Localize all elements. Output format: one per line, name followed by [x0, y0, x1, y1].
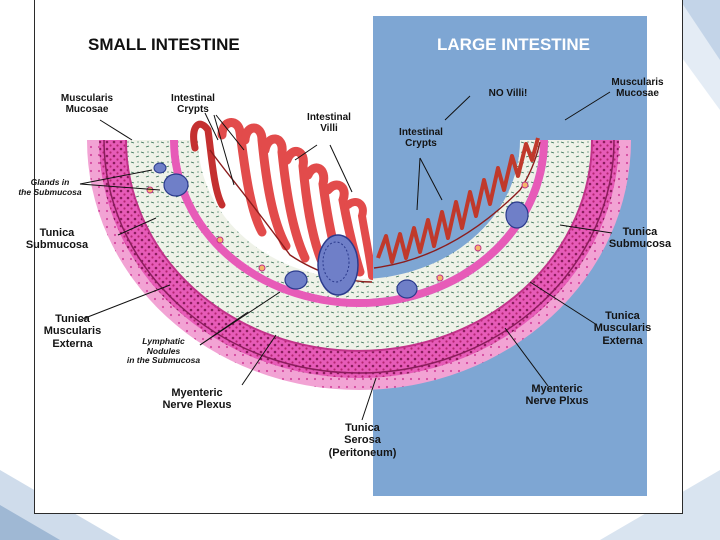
label-myenteric-plexus-left: Myenteric Nerve Plexus: [162, 387, 232, 412]
label-tunica-submucosa-left: Tunica Submucosa: [25, 227, 89, 252]
label-tunica-muscularis-externa-right: Tunica Muscularis Externa: [593, 310, 652, 347]
label-muscularis-mucosae-right: Muscularis Mucosae: [611, 77, 664, 100]
label-lymphatic-nodules: Lymphatic Nodules in the Submucosa: [126, 336, 201, 366]
label-muscularis-mucosae-left: Muscularis Mucosae: [60, 93, 114, 116]
label-intestinal-crypts-left: Intestinal Crypts: [171, 93, 215, 116]
glands: [146, 181, 529, 282]
intestine-layers: [87, 139, 631, 390]
large-intestine-heading: LARGE INTESTINE: [437, 35, 591, 54]
label-myenteric-plexus-right: Myenteric Nerve Plxus: [525, 383, 589, 408]
label-tunica-muscularis-externa-left: Tunica Muscularis Externa: [43, 313, 102, 350]
small-intestine-heading: SMALL INTESTINE: [88, 35, 240, 54]
label-tunica-submucosa-right: Tunica Submucosa: [608, 226, 672, 251]
label-no-villi: NO Villi!: [488, 88, 528, 99]
label-glands-submucosa: Glands in the Submucosa: [18, 177, 82, 197]
label-tunica-serosa: Tunica Serosa (Peritoneum): [328, 422, 397, 459]
leader-lines: [79, 91, 613, 421]
intestinal-crypts-large: [373, 137, 541, 269]
label-intestinal-villi: Intestinal Villi: [307, 112, 351, 135]
label-intestinal-crypts-right: Intestinal Crypts: [399, 127, 443, 150]
lymphatic-nodules: [153, 162, 529, 299]
